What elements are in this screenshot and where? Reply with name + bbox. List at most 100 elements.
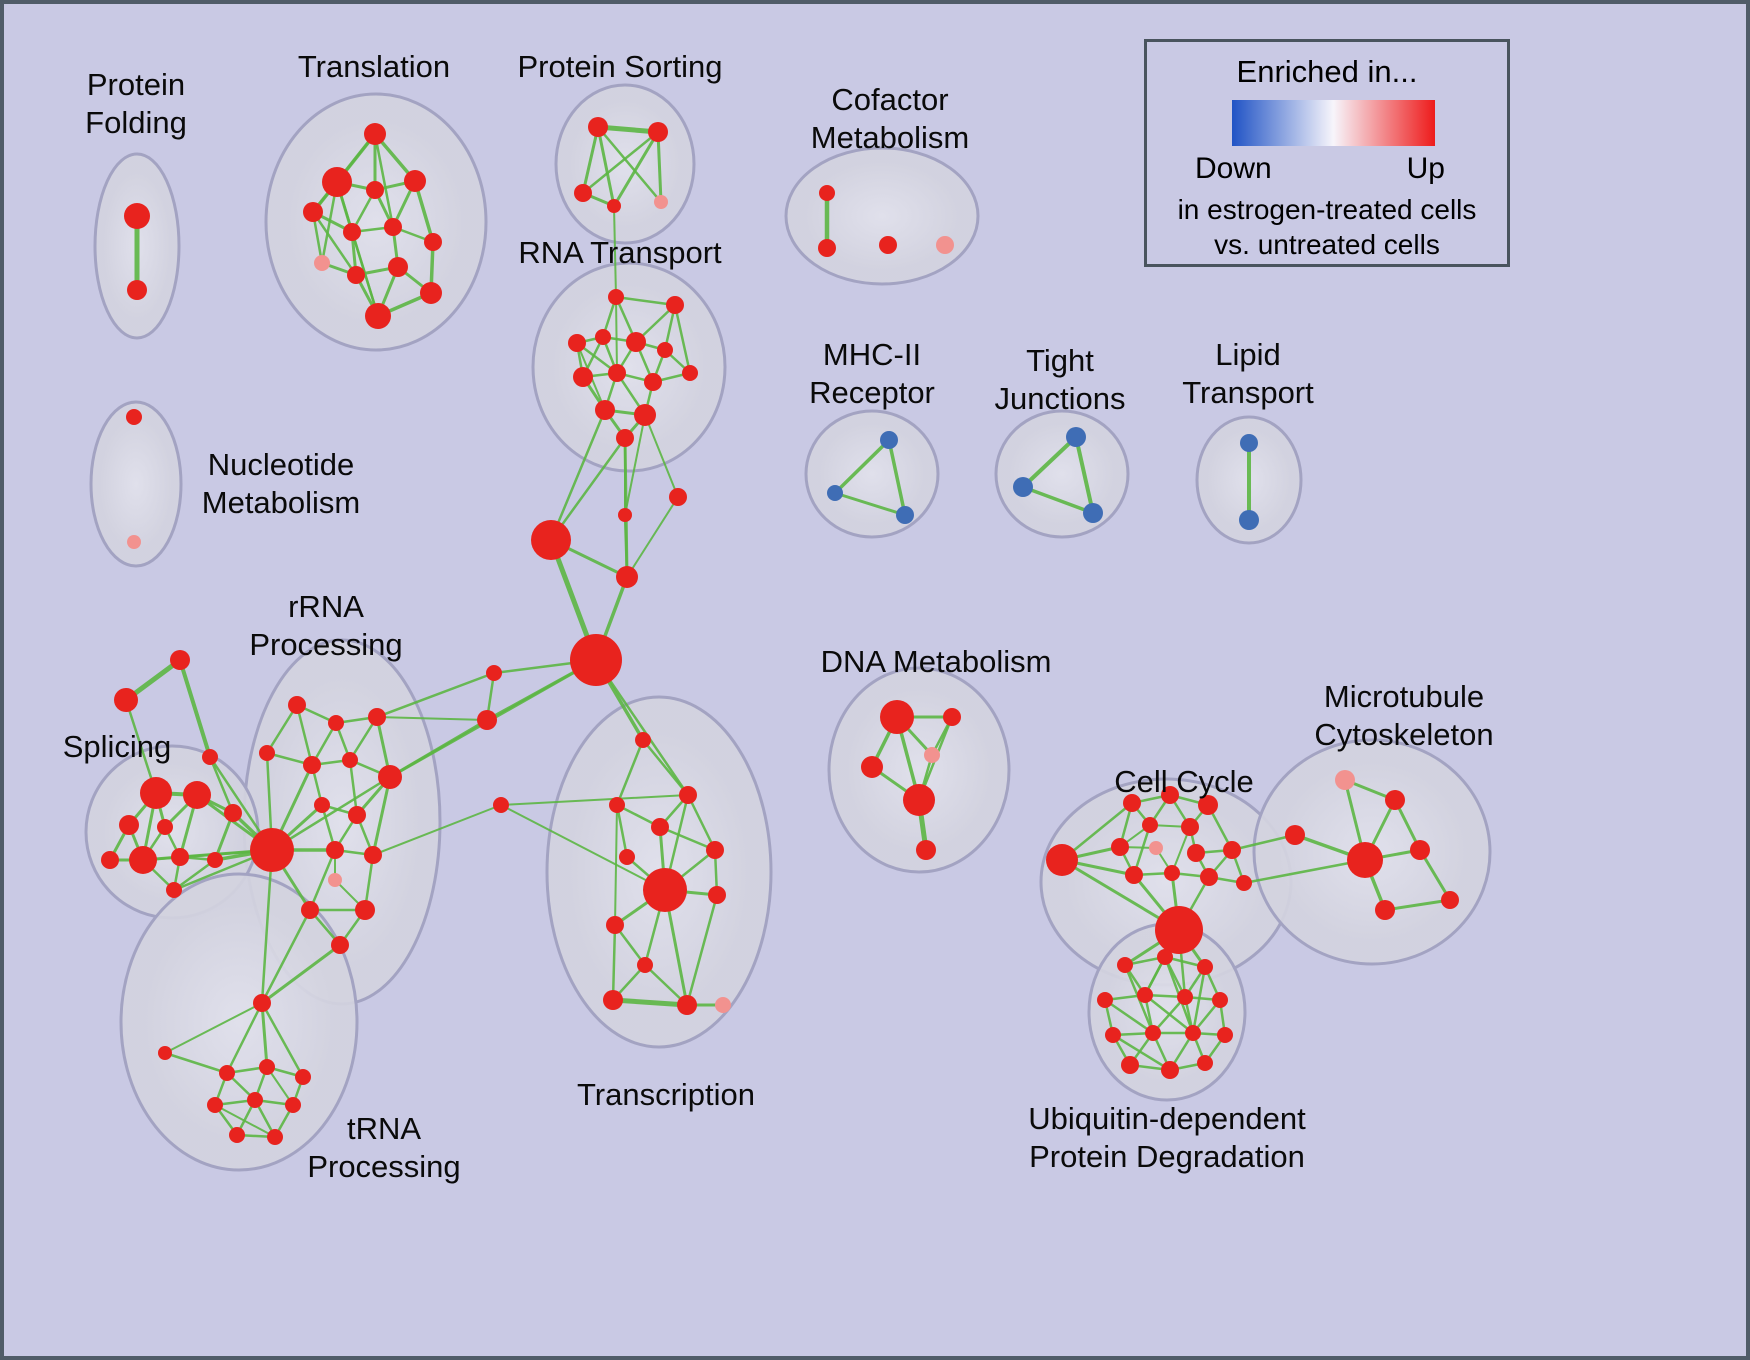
legend-up-label: Up xyxy=(1406,152,1445,185)
edge-sp9-sp10 xyxy=(172,858,217,892)
node-cc11 xyxy=(1125,866,1143,884)
node-ps1 xyxy=(588,117,608,137)
node-ub7 xyxy=(1212,992,1228,1008)
edge-rt1-rt2 xyxy=(614,295,677,307)
edge-h8-tc2 xyxy=(500,794,689,806)
node-rt3 xyxy=(568,334,586,352)
edge-tn1-tn4 xyxy=(260,1001,269,1069)
node-rr10 xyxy=(348,806,366,824)
node-h2 xyxy=(618,508,632,522)
node-dm3 xyxy=(861,756,883,778)
cluster-nucleotide-metabolism xyxy=(89,400,183,568)
edge-tc2-tc5 xyxy=(686,793,717,852)
edge-tn1-tn5 xyxy=(260,1001,305,1079)
edge-mh2-mh3 xyxy=(833,491,907,517)
node-tn3 xyxy=(219,1065,235,1081)
node-tr8 xyxy=(424,233,442,251)
node-tj3 xyxy=(1083,503,1103,523)
legend-gradient-bar xyxy=(1232,100,1435,146)
edge-rr16-tn1 xyxy=(260,943,342,1005)
node-sp8 xyxy=(171,848,189,866)
node-cc5 xyxy=(1142,817,1158,833)
node-h5 xyxy=(570,634,622,686)
node-pf2 xyxy=(127,280,147,300)
cluster-label-splicing: Splicing xyxy=(63,729,172,764)
edge-rt12-h2 xyxy=(624,414,646,516)
node-tn4 xyxy=(259,1059,275,1075)
node-rr5 xyxy=(303,756,321,774)
node-cc12 xyxy=(1164,865,1180,881)
node-tr5 xyxy=(404,170,426,192)
node-tr1 xyxy=(364,123,386,145)
edge-rr14-tn1 xyxy=(260,908,312,1005)
node-ps3 xyxy=(574,184,592,202)
node-tr2 xyxy=(322,167,352,197)
node-sp2 xyxy=(183,781,211,809)
node-sp6 xyxy=(101,851,119,869)
node-mt2 xyxy=(1385,790,1405,810)
node-cf1 xyxy=(819,185,835,201)
node-mt3 xyxy=(1285,825,1305,845)
node-rt11 xyxy=(595,400,615,420)
node-rt6 xyxy=(657,342,673,358)
node-cc1 xyxy=(1046,844,1078,876)
node-ps2 xyxy=(648,122,668,142)
node-h1 xyxy=(531,520,571,560)
node-h7 xyxy=(477,710,497,730)
cluster-label-translation: Translation xyxy=(298,49,450,84)
node-rt8 xyxy=(608,364,626,382)
node-rr3 xyxy=(368,708,386,726)
edge-rr11-rr14 xyxy=(308,848,337,912)
edge-ub8-ub13 xyxy=(1111,1033,1172,1072)
edge-cc14-mt4 xyxy=(1242,858,1367,885)
edge-rt2-rt10 xyxy=(673,303,692,375)
node-dm4 xyxy=(924,747,940,763)
node-cf3 xyxy=(879,236,897,254)
edge-h7-rr3 xyxy=(376,716,488,721)
legend-title: Enriched in... xyxy=(1236,54,1418,89)
node-tn9 xyxy=(229,1127,245,1143)
cluster-label-protein-sorting: Protein Sorting xyxy=(517,49,722,84)
node-tj2 xyxy=(1013,477,1033,497)
node-h8 xyxy=(493,797,509,813)
node-ub3 xyxy=(1197,959,1213,975)
edge-mt6-mt7 xyxy=(1383,898,1452,912)
node-ub2 xyxy=(1157,949,1173,965)
node-ub9 xyxy=(1145,1025,1161,1041)
edge-cc10-mt3 xyxy=(1230,833,1297,852)
node-tr9 xyxy=(314,255,330,271)
edge-tc1-tc2 xyxy=(641,738,690,797)
edge-h8-tc7 xyxy=(500,804,666,891)
node-x2 xyxy=(114,688,138,712)
node-tc5 xyxy=(706,841,724,859)
node-mh1 xyxy=(880,431,898,449)
edge-tc9-tc11 xyxy=(611,923,617,1002)
node-tr3 xyxy=(303,202,323,222)
node-rt9 xyxy=(644,373,662,391)
edge-rr12-h8 xyxy=(372,804,502,856)
node-rr16 xyxy=(331,936,349,954)
node-h3 xyxy=(669,488,687,506)
node-nm1 xyxy=(126,409,142,425)
edge-tc8-tc12 xyxy=(685,893,719,1007)
node-sp9 xyxy=(207,852,223,868)
edge-rr8-tn1 xyxy=(260,848,274,1005)
edge-tc11-tc12 xyxy=(610,997,690,1008)
node-rr15 xyxy=(355,900,375,920)
node-rr14 xyxy=(301,901,319,919)
node-tc8 xyxy=(708,886,726,904)
edge-tc3-tc9 xyxy=(614,804,618,926)
edge-x1-x3 xyxy=(178,658,212,759)
node-x1 xyxy=(170,650,190,670)
legend-caption-line1: in estrogen-treated cells xyxy=(1177,194,1477,225)
node-rt7 xyxy=(573,367,593,387)
edge-rr1-rr5 xyxy=(295,703,314,767)
cluster-tight-junctions xyxy=(994,409,1130,539)
edge-tj2-tj3 xyxy=(1021,485,1095,515)
edge-ub4-ub9 xyxy=(1103,998,1155,1035)
edge-rt12-h3 xyxy=(644,414,679,498)
node-tr10 xyxy=(347,266,365,284)
